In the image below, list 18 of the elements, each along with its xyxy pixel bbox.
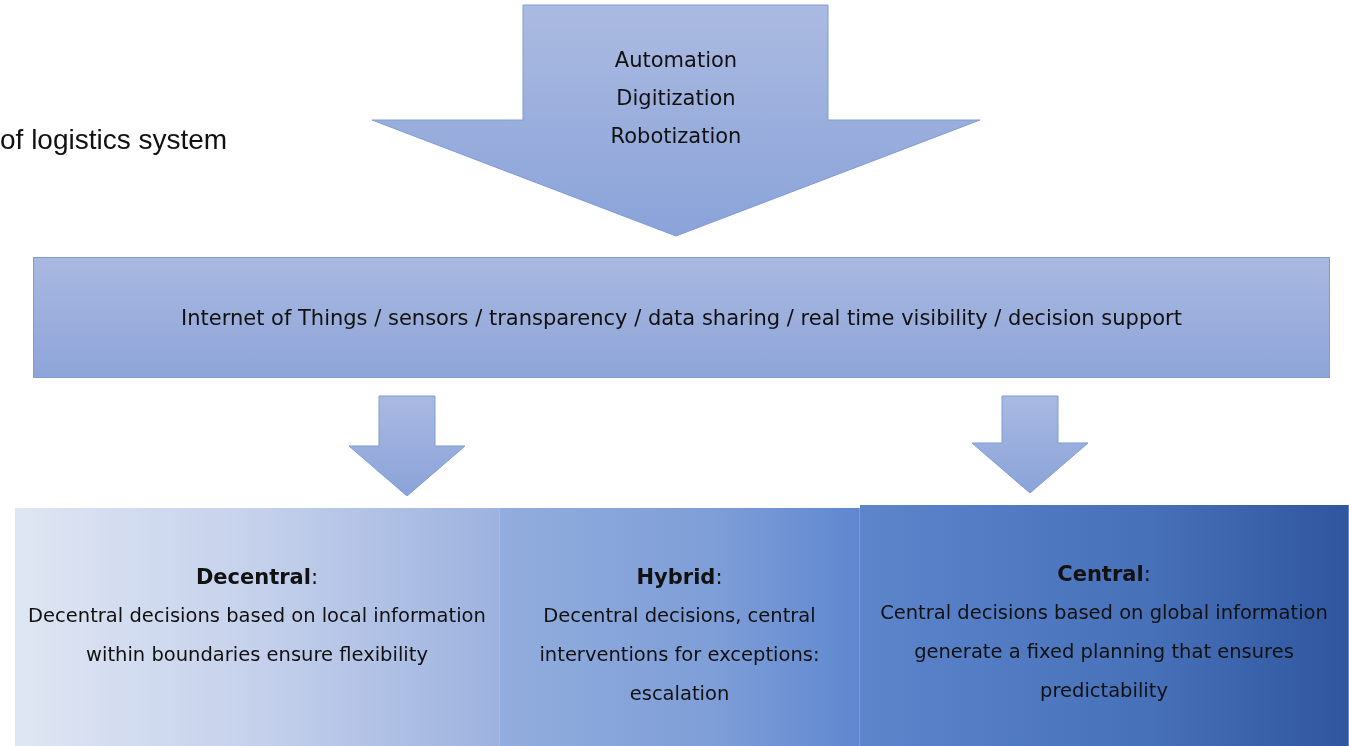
category-panel [15, 508, 500, 746]
panel-heading: Central: [1057, 561, 1151, 588]
panel-heading: Hybrid: [636, 564, 723, 591]
panel-description: Decentral decisions based on local information within boundaries ensure flexibility [27, 603, 487, 668]
block-arrow [971, 395, 1089, 494]
panel-heading: Decentral: [195, 564, 319, 591]
caption-fragment: of logistics system [0, 124, 228, 156]
category-panel [500, 508, 860, 746]
block-arrow [372, 5, 980, 236]
panel-description: Central decisions based on global information generate a fixed planning that ensures predictability [879, 600, 1329, 704]
panel-description: Decentral decisions, central interventions for exceptions: escalation [538, 603, 821, 707]
arrow-label: Automation [614, 47, 738, 74]
block-arrow [348, 395, 466, 497]
banner-box [33, 257, 1330, 378]
category-panel [860, 505, 1349, 746]
arrow-label: Digitization [616, 85, 736, 112]
banner-text: Internet of Things / sensors / transparency / data sharing / real time visibility / decision support [181, 305, 1182, 330]
arrow-label: Robotization [610, 123, 742, 150]
